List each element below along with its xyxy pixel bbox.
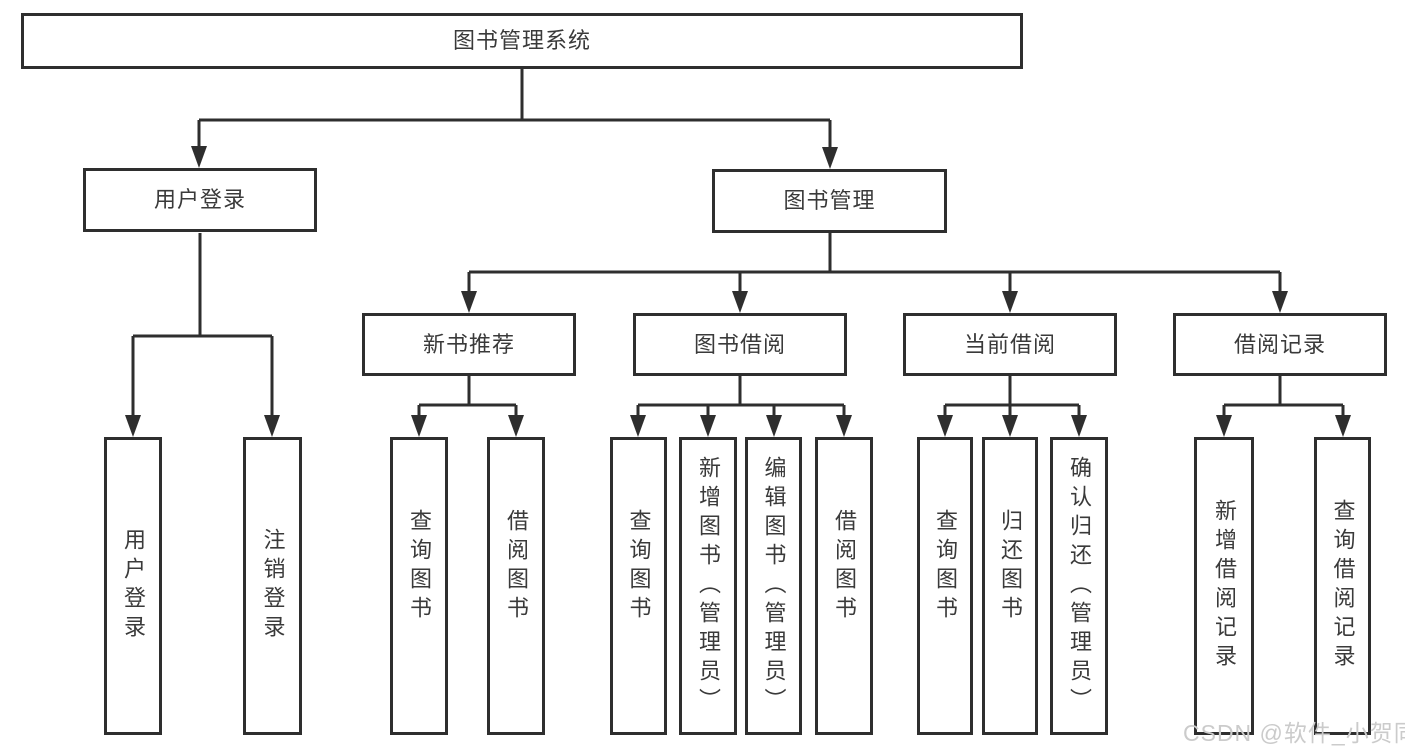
leaf-borrow-books: 借阅图书 — [487, 437, 545, 735]
leaf-borrow-books: 借阅图书 — [815, 437, 873, 735]
node-library-management-system: 图书管理系统 — [21, 13, 1023, 69]
csdn-watermark: CSDN @软件_小贺同学 — [1183, 720, 1405, 746]
leaf-edit-books-admin: 编辑图书（管理员） — [745, 437, 802, 735]
leaf-add-borrow-record: 新增借阅记录 — [1194, 437, 1254, 735]
node-borrowing-records: 借阅记录 — [1173, 313, 1387, 376]
leaf-query-books: 查询图书 — [610, 437, 667, 735]
node-book-management: 图书管理 — [712, 169, 947, 233]
leaf-query-books: 查询图书 — [390, 437, 448, 735]
leaf-return-books: 归还图书 — [982, 437, 1038, 735]
node-user-login: 用户登录 — [83, 168, 317, 232]
leaf-confirm-return-admin: 确认归还（管理员） — [1050, 437, 1108, 735]
arrowhead-icons — [125, 146, 1351, 437]
leaf-query-borrow-record: 查询借阅记录 — [1314, 437, 1371, 735]
node-current-borrowing: 当前借阅 — [903, 313, 1117, 376]
leaf-add-books-admin: 新增图书（管理员） — [679, 437, 737, 735]
node-book-borrowing: 图书借阅 — [633, 313, 847, 376]
leaf-logout: 注销登录 — [243, 437, 302, 735]
node-new-book-recommendation: 新书推荐 — [362, 313, 576, 376]
leaf-user-login: 用户登录 — [104, 437, 162, 735]
leaf-query-books: 查询图书 — [917, 437, 973, 735]
